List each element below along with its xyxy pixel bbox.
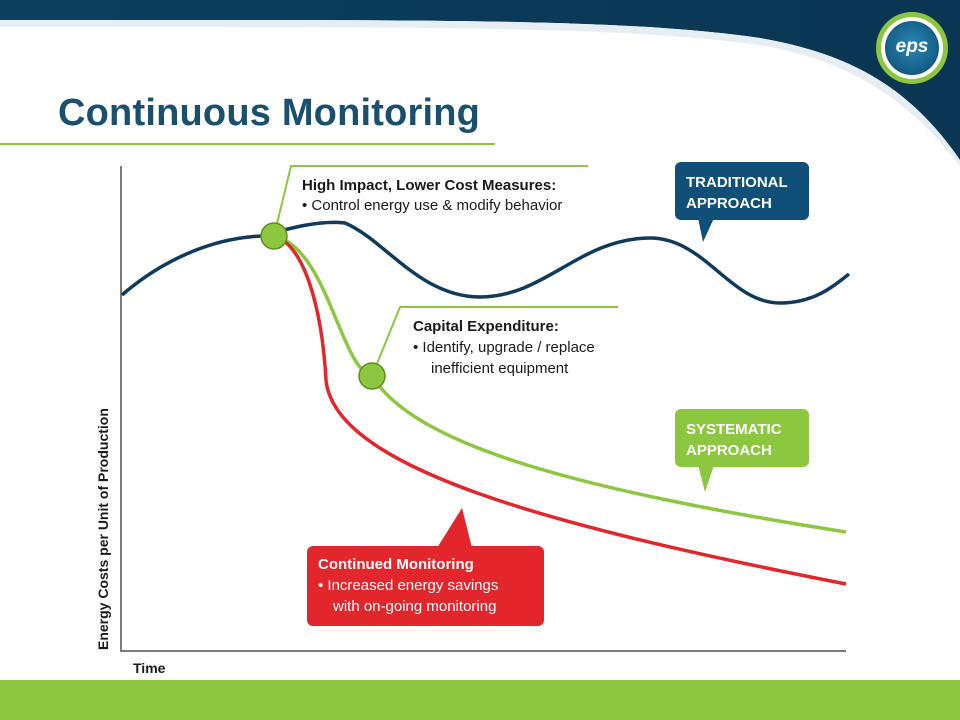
- high-impact-line-1: • Control energy use & modify behavior: [302, 197, 562, 214]
- capital-line-2: inefficient equipment: [431, 360, 569, 377]
- logo-text: eps: [895, 36, 929, 57]
- logo-mark: [885, 21, 939, 75]
- traditional-badge-line-2: APPROACH: [686, 195, 772, 212]
- continued-monitoring-line-2: with on-going monitoring: [332, 598, 496, 615]
- systematic-approach-badge: SYSTEMATIC APPROACH: [675, 409, 809, 492]
- continued-monitoring-curve: [273, 234, 847, 586]
- systematic-approach-curve: [273, 234, 847, 534]
- high-impact-callout: High Impact, Lower Cost Measures: • Cont…: [302, 177, 562, 214]
- capital-expenditure-callout: Capital Expenditure: • Identify, upgrade…: [413, 318, 595, 377]
- continued-monitoring-line-1: • Increased energy savings: [318, 577, 498, 594]
- continued-monitoring-heading: Continued Monitoring: [318, 556, 474, 573]
- title-underline: [0, 143, 495, 145]
- systematic-badge-line-1: SYSTEMATIC: [686, 421, 782, 438]
- capital-heading: Capital Expenditure:: [413, 318, 559, 335]
- header-band: [0, 0, 960, 160]
- high-impact-leader: [273, 165, 588, 237]
- high-impact-marker: [260, 222, 288, 250]
- capital-marker: [358, 362, 386, 390]
- capital-line-1: • Identify, upgrade / replace: [413, 339, 595, 356]
- footer-band: [0, 680, 960, 720]
- y-axis-label: Energy Costs per Unit of Production: [95, 408, 111, 650]
- high-impact-heading: High Impact, Lower Cost Measures:: [302, 177, 556, 194]
- traditional-approach-curve: [120, 220, 851, 305]
- page-title: Continuous Monitoring: [58, 92, 481, 134]
- continued-monitoring-callout: Continued Monitoring • Increased energy …: [307, 508, 544, 626]
- traditional-badge-line-1: TRADITIONAL: [686, 174, 788, 191]
- capital-leader: [371, 306, 618, 377]
- diagram: TRADITIONAL APPROACH SYSTEMATIC APPROACH…: [95, 162, 851, 676]
- x-axis-label: Time: [133, 660, 166, 676]
- traditional-approach-badge: TRADITIONAL APPROACH: [675, 162, 809, 242]
- systematic-badge-line-2: APPROACH: [686, 442, 772, 459]
